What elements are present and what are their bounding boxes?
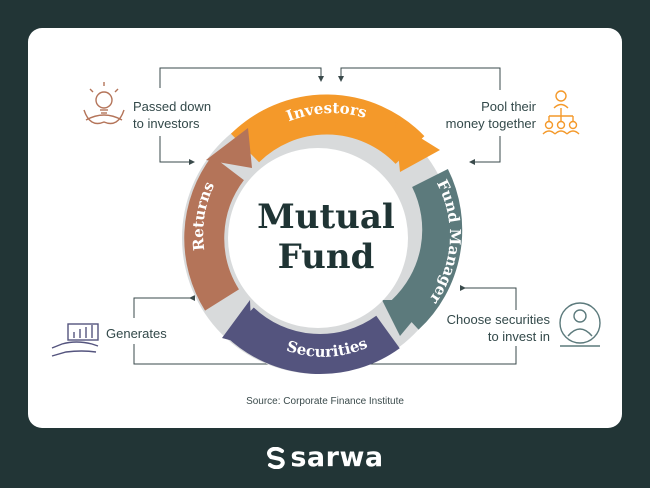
- lightbulb-hands-icon: [83, 82, 125, 125]
- annotation-bottom-right: Choose securities to invest in: [447, 311, 550, 345]
- source-caption: Source: Corporate Finance Institute: [246, 396, 404, 407]
- annotation-bottom-left: Generates: [106, 325, 167, 342]
- annotation-top-left-line1: Passed down: [133, 99, 212, 114]
- connector-top-right: [340, 67, 501, 90]
- arrowhead-1: [318, 76, 324, 82]
- org-chart-icon: [542, 90, 580, 135]
- annotation-bottom-left-line1: Generates: [106, 326, 167, 341]
- annotation-bottom-right-line1: Choose securities: [446, 312, 550, 327]
- annotation-top-right: Pool their money together: [446, 98, 536, 132]
- arrowhead-6: [460, 285, 466, 291]
- manager-portrait-icon: [559, 302, 601, 347]
- segment-investors-arrow: [395, 122, 440, 172]
- brand-logo: sarwa: [0, 442, 650, 473]
- segment-securities: [226, 307, 400, 374]
- brand-name: sarwa: [290, 442, 384, 473]
- annotation-bottom-right-line2: to invest in: [487, 329, 550, 344]
- connector-bottom-left: [133, 297, 192, 318]
- center-disc: [228, 148, 408, 328]
- segment-returns: [184, 155, 245, 311]
- annotation-top-left-line2: to investors: [133, 116, 200, 131]
- center-title-line2: Fund: [278, 237, 375, 277]
- annotation-top-right-line2: money together: [445, 116, 536, 131]
- arrowhead-2: [338, 76, 344, 82]
- segment-securities-arrow: [222, 300, 252, 346]
- segment-fund-manager-arrow: [382, 300, 430, 336]
- segment-returns-arrow: [206, 128, 252, 168]
- connector-bottom-right: [463, 287, 517, 310]
- arrowhead-4: [469, 159, 475, 165]
- annotation-top-left: Passed down to investors: [133, 98, 211, 132]
- connector-top-right-lower: [472, 136, 501, 163]
- segment-investors: [230, 94, 425, 165]
- center-title-line1: Mutual: [257, 197, 395, 237]
- sarwa-logo-icon: [267, 447, 286, 469]
- hand-chart-icon: [51, 323, 99, 357]
- arrowhead-5: [189, 295, 195, 301]
- connector-top-left-lower: [159, 136, 192, 163]
- arrowhead-3: [189, 159, 195, 165]
- annotation-top-right-line1: Pool their: [481, 99, 536, 114]
- connector-top-left: [159, 67, 322, 88]
